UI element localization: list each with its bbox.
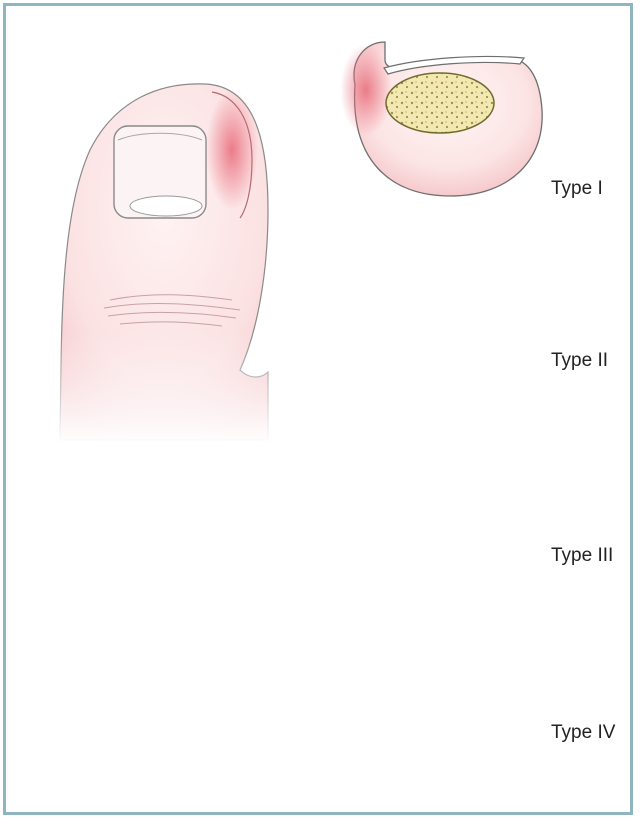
label-type-ii: Type II <box>551 350 608 372</box>
type-i-inflamed-fold <box>340 44 392 136</box>
toe-inflamed-fold <box>206 90 258 210</box>
label-type-i: Type I <box>551 178 603 200</box>
cross-section-type-i <box>340 42 542 196</box>
toe-illustration <box>55 84 275 445</box>
label-type-iii: Type III <box>551 545 613 567</box>
type-i-bone <box>386 73 494 133</box>
label-type-iv: Type IV <box>551 722 615 744</box>
